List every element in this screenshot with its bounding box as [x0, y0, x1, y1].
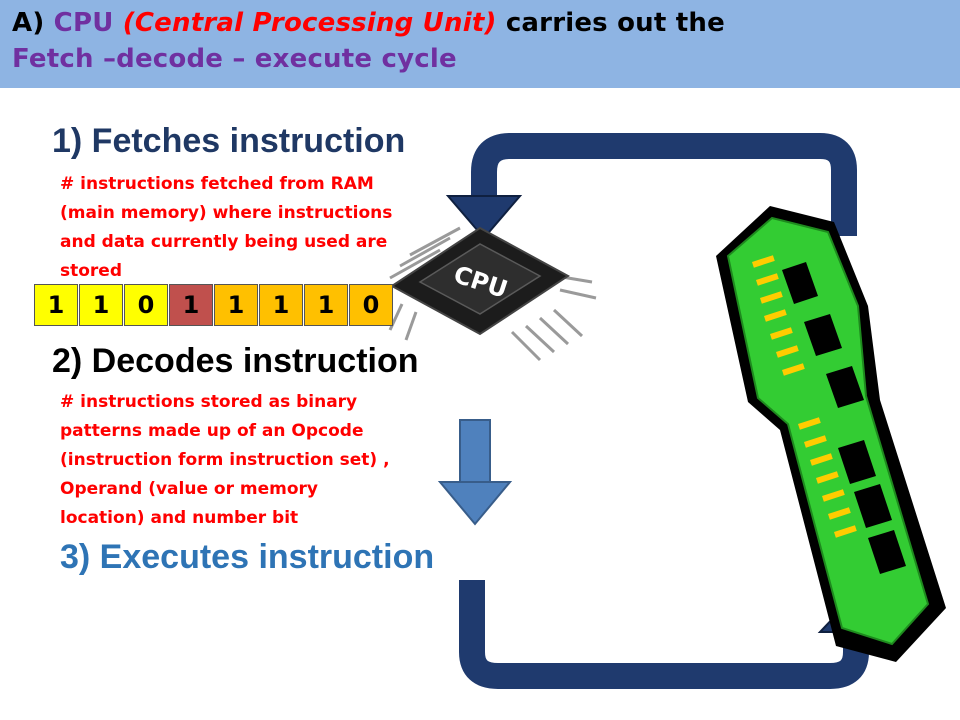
cycle-arrow-top-head — [445, 195, 523, 240]
fetch-note-line: and data currently being used are — [60, 232, 388, 252]
decode-note-line: (instruction form instruction set) , — [60, 450, 390, 470]
step-execute-title: 3) Executes instruction — [60, 538, 435, 576]
decode-note-line: Operand (value or memory — [60, 479, 318, 499]
title-line-1: A) CPU (Central Processing Unit) carries… — [12, 8, 725, 38]
bit-cell: 0 — [124, 284, 168, 326]
decode-arrow-shaft — [459, 419, 491, 483]
ram-chips — [782, 262, 906, 574]
title-line-2: Fetch –decode – execute cycle — [12, 44, 457, 74]
cpu-chip: CPU — [372, 226, 597, 362]
step-decode-title: 2) Decodes instruction — [52, 342, 419, 380]
title-cpu-expansion: (Central Processing Unit) — [122, 8, 497, 38]
ram-contacts — [752, 255, 857, 538]
fetch-note-line: stored — [60, 261, 123, 281]
fetch-note-line: # instructions fetched from RAM — [60, 174, 374, 194]
fetch-note: # instructions fetched from RAM (main me… — [60, 170, 420, 286]
decode-note-line: patterns made up of an Opcode — [60, 421, 364, 441]
bit-cell: 0 — [349, 284, 393, 326]
cpu-chip-die — [418, 243, 542, 315]
cycle-arrow-top — [471, 133, 857, 236]
binary-instruction: 1 1 0 1 1 1 1 0 — [34, 284, 394, 326]
title-banner: A) CPU (Central Processing Unit) carries… — [0, 0, 960, 88]
decode-note-line: location) and number bit — [60, 508, 299, 528]
bit-cell: 1 — [79, 284, 123, 326]
step-fetch-title: 1) Fetches instruction — [52, 122, 406, 160]
title-prefix: A) — [12, 8, 45, 38]
bit-cell: 1 — [34, 284, 78, 326]
title-line-1-rest: carries out the — [505, 8, 725, 38]
ram-module-icon — [716, 206, 946, 662]
cycle-arrow-bottom — [459, 580, 869, 689]
bit-cell: 1 — [214, 284, 258, 326]
title-cpu: CPU — [53, 8, 114, 38]
bit-cell: 1 — [259, 284, 303, 326]
bit-cell: 1 — [304, 284, 348, 326]
decode-note: # instructions stored as binary patterns… — [60, 388, 420, 533]
fetch-note-line: (main memory) where instructions — [60, 203, 393, 223]
bit-cell: 1 — [169, 284, 213, 326]
decode-arrow-head — [437, 481, 513, 526]
decode-note-line: # instructions stored as binary — [60, 392, 358, 412]
